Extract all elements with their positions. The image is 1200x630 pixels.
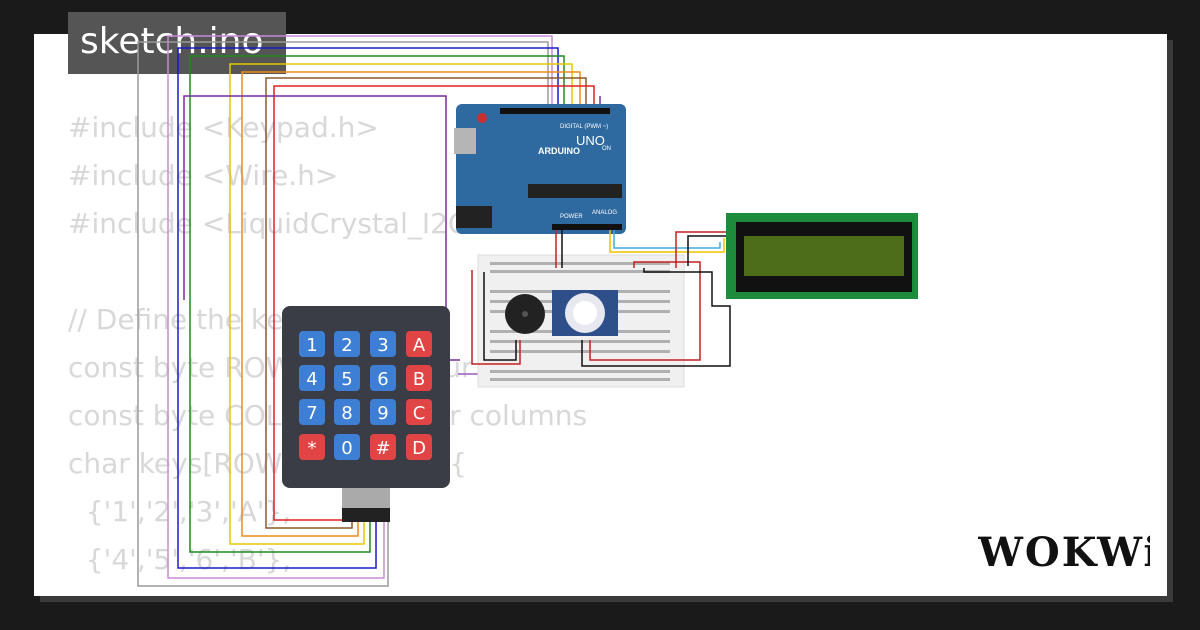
svg-text:8: 8 <box>341 403 352 424</box>
svg-text:D: D <box>412 438 426 459</box>
buzzer[interactable] <box>505 294 545 334</box>
keypad-key-*[interactable]: * <box>299 434 325 460</box>
svg-text:5: 5 <box>341 369 352 390</box>
wire-gray <box>137 41 549 587</box>
keypad-key-6[interactable]: 6 <box>370 365 396 391</box>
svg-text:A: A <box>413 335 426 356</box>
pir-sensor[interactable] <box>552 290 618 336</box>
svg-text:*: * <box>308 438 317 459</box>
keypad-key-3[interactable]: 3 <box>370 331 396 357</box>
keypad-key-0[interactable]: 0 <box>334 434 360 460</box>
arduino-brand: ARDUINO <box>538 146 580 156</box>
svg-text:WOKWi: WOKWi <box>978 529 1150 576</box>
svg-text:B: B <box>413 369 425 390</box>
wire-blue <box>177 47 559 569</box>
svg-text:3: 3 <box>377 335 388 356</box>
digital-label: DIGITAL (PWM ~) <box>560 124 608 130</box>
power-label: POWER <box>560 214 583 220</box>
svg-text:C: C <box>413 403 426 424</box>
keypad-wires <box>137 35 601 587</box>
keypad-key-C[interactable]: C <box>406 399 432 425</box>
code-preview: #include <Keypad.h> #include <Wire.h> #i… <box>68 111 588 596</box>
wire-purple <box>183 95 460 361</box>
svg-text:4: 4 <box>306 369 317 390</box>
svg-text:9: 9 <box>377 403 388 424</box>
digital-header <box>500 108 610 114</box>
on-label: ON <box>602 146 611 152</box>
lcd-display[interactable] <box>726 213 918 299</box>
analog-header <box>552 224 622 230</box>
svg-text:1: 1 <box>306 335 317 356</box>
svg-text:7: 7 <box>306 403 317 424</box>
keypad-key-7[interactable]: 7 <box>299 399 325 425</box>
keypad-key-A[interactable]: A <box>406 331 432 357</box>
keypad-key-#[interactable]: # <box>370 434 396 460</box>
svg-text:2: 2 <box>341 335 352 356</box>
keypad-key-D[interactable]: D <box>406 434 432 460</box>
arduino-model: UNO <box>576 133 605 148</box>
power-jack <box>456 206 492 228</box>
svg-text:6: 6 <box>377 369 388 390</box>
lcd-screen <box>744 236 904 276</box>
keypad-key-9[interactable]: 9 <box>370 399 396 425</box>
breadboard-wires <box>471 230 731 367</box>
keypad-key-1[interactable]: 1 <box>299 331 325 357</box>
svg-text:0: 0 <box>341 438 352 459</box>
keypad-key-2[interactable]: 2 <box>334 331 360 357</box>
keypad-key-8[interactable]: 8 <box>334 399 360 425</box>
arduino-uno[interactable]: DIGITAL (PWM ~) POWER ANALOG ARDUINO UNO… <box>454 104 626 234</box>
analog-label: ANALOG <box>592 210 617 216</box>
wire-brown <box>265 77 587 529</box>
keypad-key-5[interactable]: 5 <box>334 365 360 391</box>
reset-button <box>477 113 487 123</box>
wokwi-logo: WOKWi <box>978 529 1150 576</box>
svg-text:#: # <box>375 438 390 459</box>
keypad[interactable]: 1 2 3 A 4 5 6 B 7 8 9 C * 0 # D <box>282 306 450 522</box>
keypad-key-B[interactable]: B <box>406 365 432 391</box>
usb-port <box>454 128 476 154</box>
keypad-key-4[interactable]: 4 <box>299 365 325 391</box>
atmega-chip <box>528 184 622 198</box>
keypad-connector <box>342 508 390 522</box>
arduino-board <box>456 104 626 234</box>
wire-green <box>189 55 565 553</box>
